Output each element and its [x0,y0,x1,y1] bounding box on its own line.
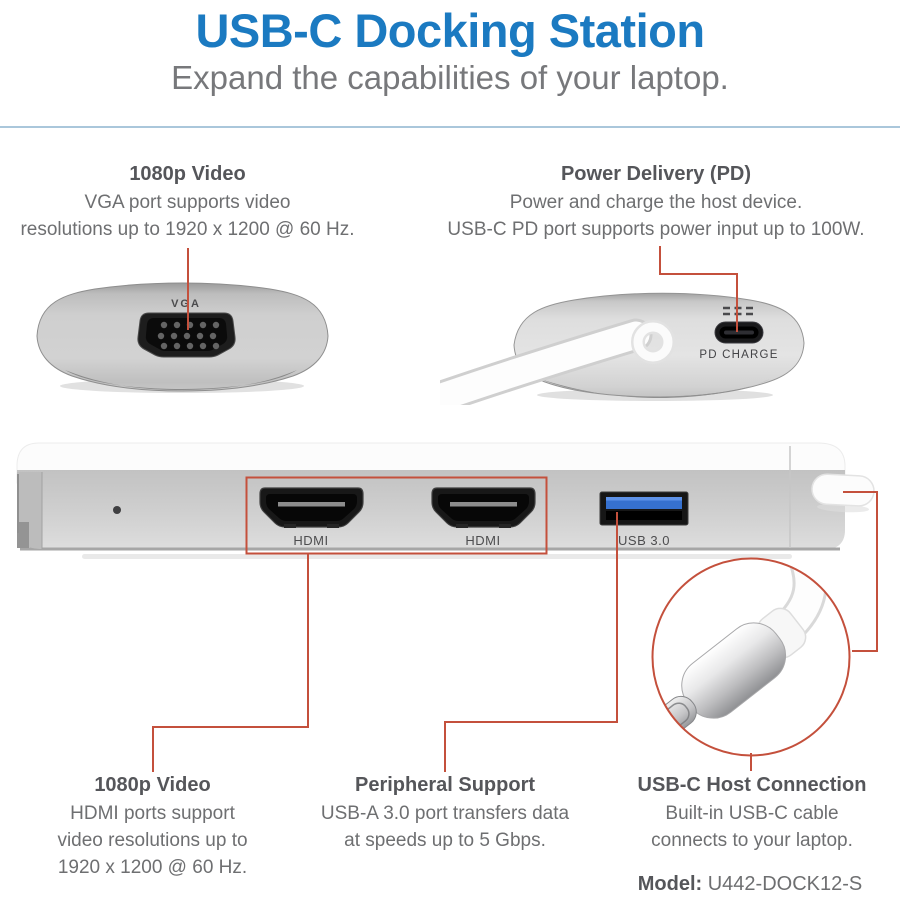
usbc-host-cable [440,318,675,405]
dock-left-endcap [17,472,43,549]
hdmi-right-label: HDMI [465,533,500,548]
hdmi-port-right [431,487,536,528]
dock-cable-stub [811,473,875,513]
page-subtitle: Expand the capabilities of your laptop. [171,59,729,96]
callout-line: connects to your laptop. [651,830,853,851]
vga-pins [157,321,220,350]
callout-line: at speeds up to 5 Gbps. [344,830,546,851]
callout-line: Built-in USB-C cable [665,803,839,824]
model-number: Model: U442-DOCK12-S [600,872,900,896]
device-bottom-shade [540,379,770,398]
callout-line: resolutions up to 1920 x 1200 @ 60 Hz. [20,219,355,240]
callout-hdmi-video: 1080p Video HDMI ports support video res… [15,773,290,881]
dock-pd-end-photo: PD CHARGE [440,292,805,405]
callout-heading: USB-C Host Connection [637,774,867,796]
callout-heading: 1080p Video [129,163,246,185]
callout-line: 1920 x 1200 @ 60 Hz. [57,857,248,878]
callout-heading: Peripheral Support [354,774,536,796]
hdmi-port-left [259,487,364,528]
callout-peripheral-support: Peripheral Support USB-A 3.0 port transf… [300,773,590,854]
callout-heading: Power Delivery (PD) [560,163,752,185]
callout-line: USB-A 3.0 port transfers data [320,803,570,824]
dock-vga-end-photo: VGA [36,282,329,393]
page-title: USB-C Docking Station [195,4,705,57]
dock-face [17,470,845,550]
pd-charge-label: PD CHARGE [699,349,778,361]
usb3-port [599,491,689,526]
status-led [113,506,121,514]
hdmi-left-label: HDMI [293,533,328,548]
callout-heading: 1080p Video [94,774,211,796]
callout-line: video resolutions up to [57,830,248,851]
usbc-connector-closeup [651,557,851,757]
vga-port [137,312,236,358]
callout-usbc-host: USB-C Host Connection Built-in USB-C cab… [617,773,887,854]
header-divider [0,126,900,128]
usb3-label: USB 3.0 [618,533,670,548]
leader-line-hdmi [152,554,309,772]
callout-vga-video: 1080p Video VGA port supports video reso… [0,162,375,243]
model-value: U442-DOCK12-S [707,873,863,895]
callout-line: HDMI ports support [70,803,235,824]
callout-power-delivery: Power Delivery (PD) Power and charge the… [412,162,900,243]
dock-side-photo: HDMI HDMI USB 3.0 [16,442,875,559]
model-label: Model: [637,873,703,895]
vga-port-label: VGA [171,298,201,310]
callout-line: USB-C PD port supports power input up to… [447,219,865,240]
callout-line: VGA port supports video [84,192,291,213]
callout-line: Power and charge the host device. [509,192,803,213]
pd-usbc-port [714,321,764,344]
